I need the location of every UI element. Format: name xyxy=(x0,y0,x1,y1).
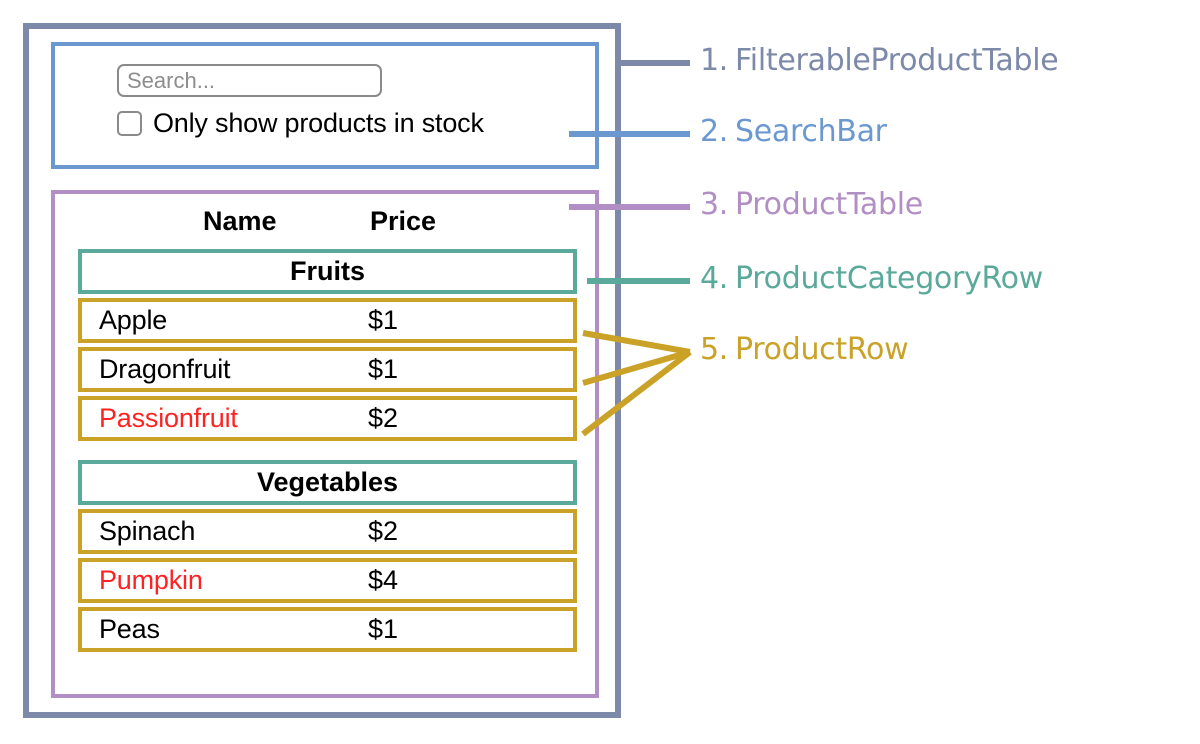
product-price: $1 xyxy=(368,354,399,384)
product-name: Pumpkin xyxy=(99,565,203,595)
product-price: $1 xyxy=(368,614,399,644)
annotation-number-4: 4. xyxy=(700,261,729,296)
product-price: $4 xyxy=(368,565,399,595)
product-name: Passionfruit xyxy=(99,403,238,433)
product-price: $2 xyxy=(368,516,399,546)
column-header-price: Price xyxy=(370,206,437,236)
annotation-label-2: 2.SearchBar xyxy=(700,114,887,149)
annotation-text-2: SearchBar xyxy=(735,114,887,149)
annotation-number-3: 3. xyxy=(700,187,729,222)
column-header-name: Name xyxy=(203,206,277,236)
product-category-row: Vegetables xyxy=(78,460,577,505)
annotation-text-1: FilterableProductTable xyxy=(735,43,1059,78)
product-row: Spinach $2 xyxy=(78,509,577,554)
annotation-text-3: ProductTable xyxy=(735,187,923,222)
search-bar-frame: Only show products in stock xyxy=(51,42,599,169)
product-price: $2 xyxy=(368,403,399,433)
product-row: Pumpkin $4 xyxy=(78,558,577,603)
annotation-text-4: ProductCategoryRow xyxy=(735,261,1043,296)
annotation-number-1: 1. xyxy=(700,43,729,78)
annotation-text-5: ProductRow xyxy=(735,332,909,367)
annotation-label-1: 1.FilterableProductTable xyxy=(700,43,1059,78)
search-input[interactable] xyxy=(117,64,382,97)
product-category-label: Vegetables xyxy=(256,467,399,497)
product-row: Peas $1 xyxy=(78,607,577,652)
product-name: Peas xyxy=(99,614,160,644)
filterable-product-table-frame: Only show products in stock Name Price F… xyxy=(23,23,621,718)
product-row: Apple $1 xyxy=(78,298,577,343)
only-in-stock-label: Only show products in stock xyxy=(153,108,484,138)
only-in-stock-checkbox[interactable] xyxy=(117,111,142,136)
product-name: Apple xyxy=(99,305,168,335)
only-in-stock-row[interactable]: Only show products in stock xyxy=(117,108,484,139)
product-price: $1 xyxy=(368,305,399,335)
product-row: Dragonfruit $1 xyxy=(78,347,577,392)
annotation-label-5: 5.ProductRow xyxy=(700,332,909,367)
annotation-label-3: 3.ProductTable xyxy=(700,187,923,222)
annotation-number-5: 5. xyxy=(700,332,729,367)
annotation-label-4: 4.ProductCategoryRow xyxy=(700,261,1043,296)
product-category-row: Fruits xyxy=(78,249,577,294)
product-table-header-row: Name Price xyxy=(55,194,595,249)
product-category-label: Fruits xyxy=(289,256,365,286)
product-name: Spinach xyxy=(99,516,196,546)
product-name: Dragonfruit xyxy=(99,354,231,384)
annotation-number-2: 2. xyxy=(700,114,729,149)
product-row: Passionfruit $2 xyxy=(78,396,577,441)
group-spacer xyxy=(55,441,595,460)
